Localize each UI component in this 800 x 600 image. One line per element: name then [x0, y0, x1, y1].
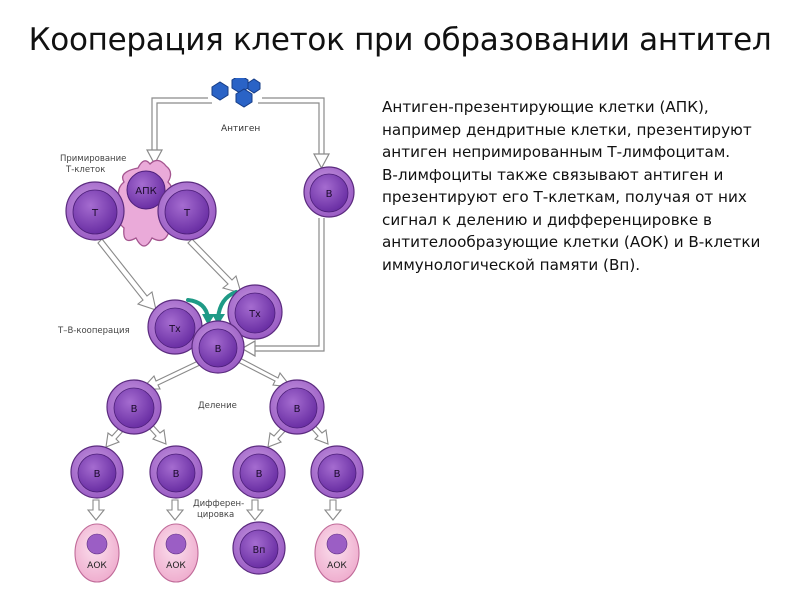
aok-cell-3: АОК	[314, 523, 360, 583]
apc-label: АПК	[135, 186, 156, 197]
svg-text:Вп: Вп	[253, 545, 266, 556]
b-cell-row3-2: В	[149, 445, 203, 499]
svg-text:Т: Т	[91, 208, 99, 219]
svg-text:В: В	[173, 469, 180, 480]
diagonal-arrows	[86, 238, 343, 521]
b-cell-center: В	[191, 320, 245, 374]
aok-cell-2: АОК	[153, 523, 199, 583]
arrow-heads	[145, 149, 331, 358]
t-cell-left: Т	[65, 181, 125, 241]
differentiation-label-1: Дифферен-	[193, 499, 244, 509]
svg-text:АОК: АОК	[87, 561, 107, 571]
antigen-label: Антиген	[221, 124, 260, 134]
b-cell-row3-4: В	[310, 445, 364, 499]
slide-title: Кооперация клеток при образовании антите…	[28, 22, 772, 58]
svg-text:АОК: АОК	[166, 561, 186, 571]
memory-b-cell: Вп	[232, 521, 286, 575]
b-cell-division-right: В	[269, 379, 325, 435]
priming-label-2: Т-клеток	[65, 165, 105, 175]
description-text: Антиген-презентирующие клетки (АПК), нап…	[382, 96, 762, 276]
connector-lines	[151, 97, 325, 352]
differentiation-label-2: цировка	[197, 510, 234, 520]
svg-text:В: В	[334, 469, 341, 480]
b-cell-division-left: В	[106, 379, 162, 435]
svg-text:В: В	[256, 469, 263, 480]
th-cell-right: Тх	[227, 284, 283, 340]
svg-text:Тх: Тх	[248, 309, 261, 320]
description-paragraph-2: В-лимфоциты также связывают антиген и пр…	[382, 165, 761, 274]
svg-text:В: В	[215, 344, 222, 355]
b-cell-top: В	[303, 166, 355, 218]
svg-text:Т: Т	[183, 208, 191, 219]
svg-text:В: В	[294, 404, 301, 415]
svg-text:В: В	[326, 189, 333, 200]
division-label: Деление	[198, 401, 237, 411]
svg-text:В: В	[131, 404, 138, 415]
description-paragraph-1: Антиген-презентирующие клетки (АПК), нап…	[382, 98, 752, 161]
aok-cell-1: АОК	[74, 523, 120, 583]
priming-label-1: Примирование	[60, 154, 126, 164]
svg-text:Тх: Тх	[168, 324, 181, 335]
th-cell-left: Тх	[147, 299, 203, 355]
antigen-icon	[211, 74, 261, 108]
b-cell-row3-3: В	[232, 445, 286, 499]
tb-cooperation-label: Т–В-кооперация	[57, 326, 130, 336]
apc-cell: АПК	[116, 159, 176, 247]
t-cell-right: Т	[157, 181, 217, 241]
cell-cooperation-diagram: Антиген Примирование Т-клеток Т–В-коопер…	[40, 74, 370, 590]
svg-text:В: В	[94, 469, 101, 480]
svg-text:АОК: АОК	[327, 561, 347, 571]
b-cell-row3-1: В	[70, 445, 124, 499]
